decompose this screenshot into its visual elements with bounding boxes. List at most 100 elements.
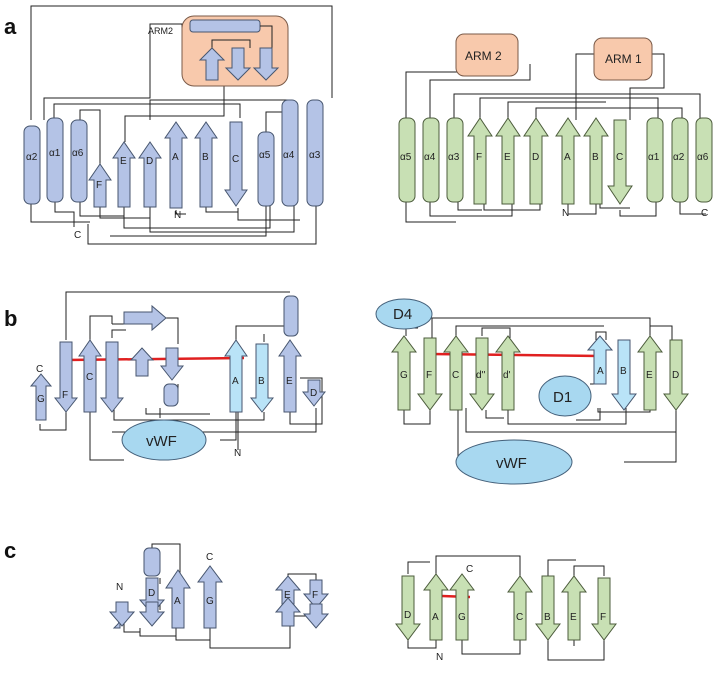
a-left-strand	[112, 141, 136, 208]
a-right-helix	[422, 117, 440, 203]
b-left-strand	[278, 339, 302, 413]
c-left-strand-label: G	[206, 596, 214, 607]
c-left-strand	[302, 603, 330, 629]
a-right-strand	[583, 117, 609, 205]
a-right-helix	[695, 117, 713, 203]
c-right-connections	[407, 555, 605, 661]
arm2-strand-down-2	[252, 47, 280, 81]
a-right-strand-label: F	[476, 152, 482, 163]
c-right-strand	[507, 575, 533, 641]
a-right-helix	[398, 117, 416, 203]
a-right-helix-label: α5	[400, 152, 412, 163]
c-left-c-terminus: C	[206, 552, 213, 563]
a-right-helix	[646, 117, 664, 203]
a-right-strand-label: D	[532, 152, 539, 163]
b-left-strand	[78, 339, 102, 413]
a-right-helix-label: α4	[424, 152, 436, 163]
c-right-strand-label: D	[404, 610, 411, 621]
c-right-strand	[449, 573, 475, 641]
b-left-strand-label: C	[86, 372, 93, 383]
b-left-strand	[53, 341, 79, 413]
b-left-strand-label: E	[286, 376, 293, 387]
a-left-strand	[194, 121, 218, 208]
a-left-strand-label: E	[120, 156, 127, 167]
a-right-connections	[405, 53, 706, 223]
b-left-strand	[249, 343, 275, 413]
c-left-strand	[165, 569, 191, 629]
a-left-strands: F E D A B C N C	[74, 121, 248, 241]
arm2-strand-down-1	[224, 47, 252, 81]
a-right-helix	[671, 117, 689, 203]
a-left-c-terminus: C	[74, 230, 81, 241]
a-right-n-terminus: N	[562, 208, 569, 219]
a-left-helix-label: α5	[259, 150, 271, 161]
c-left-strand	[302, 579, 330, 609]
c-right-strand-label: B	[544, 612, 551, 623]
c-right-c-terminus: C	[466, 564, 473, 575]
b-left-helix	[163, 383, 179, 407]
arm2-strand-up	[198, 47, 226, 81]
b-left-strand	[99, 341, 125, 413]
arm-2-label: ARM 2	[465, 49, 502, 63]
panel-label-a: a	[4, 14, 17, 39]
c-left-helix	[143, 547, 161, 577]
a-right-c-terminus: C	[701, 208, 708, 219]
a-right-strand-label: B	[592, 152, 599, 163]
a-left-strand-label: C	[232, 154, 239, 165]
a-right-strand	[467, 117, 493, 205]
b-right-elements: D4 D1 G F C d'' d' A B E D	[375, 298, 689, 417]
a-right-strand-label: A	[564, 152, 571, 163]
a-right-strand	[607, 119, 633, 205]
b-right-vwf: vWF	[455, 439, 573, 485]
c-right-strand-label: G	[458, 612, 466, 623]
arm2-label: ARM2	[148, 26, 173, 36]
b-left-strand-label: A	[232, 376, 239, 387]
arm-1-label: ARM 1	[605, 52, 642, 66]
c-right-strand	[395, 575, 421, 641]
b-right-strand-label: F	[426, 370, 432, 381]
b-right-strand	[663, 339, 689, 411]
b-right-strand	[586, 335, 614, 385]
a-left-helix	[281, 99, 299, 207]
d4-ellipse	[375, 298, 433, 330]
a-right-arm-boxes: ARM 2 ARM 1	[455, 33, 653, 81]
b-right-strand-label: D	[672, 370, 679, 381]
a-left-helix-label: α6	[72, 148, 84, 159]
a-left-helix	[23, 125, 41, 205]
c-left-strand	[274, 575, 302, 605]
a-left-helix-label: α1	[49, 148, 61, 159]
a-left-helix-label: α2	[26, 152, 38, 163]
c-left-elements: D A G E F N C	[108, 547, 330, 629]
d1-ellipse	[538, 375, 592, 417]
c-left-strand-label: E	[284, 590, 291, 601]
b-left-vwf-label: vWF	[146, 433, 177, 450]
c-right-strand-label: F	[600, 612, 606, 623]
b-right-strand	[469, 337, 495, 411]
b-left-strand	[129, 347, 155, 377]
b-right-strand-label: A	[597, 366, 604, 377]
a-left-connections	[30, 5, 333, 245]
a-left-helices: α2 α1 α6 α5 α4 α3	[23, 99, 324, 207]
c-left-strand	[108, 601, 136, 627]
b-left-strand-label: G	[37, 394, 45, 405]
a-right-strand	[523, 117, 549, 205]
a-right-helices: α5 α4 α3 α1 α2 α6	[398, 117, 713, 203]
b-right-strand-label: G	[400, 370, 408, 381]
d1-label: D1	[553, 389, 572, 406]
b-right-vwf-ellipse	[455, 439, 573, 485]
c-right-strand	[423, 573, 449, 641]
a-right-helix-label: α1	[648, 152, 660, 163]
b-left-strand	[224, 339, 248, 413]
a-left-strand	[224, 121, 248, 207]
a-right-helix	[446, 117, 464, 203]
c-right-strand-label: C	[516, 612, 523, 623]
a-left-strand	[138, 141, 162, 208]
a-left-helix	[70, 119, 88, 203]
b-right-strand	[637, 335, 663, 411]
b-right-strand	[417, 337, 443, 411]
a-right-strand-label: E	[504, 152, 511, 163]
b-right-strand-label: B	[620, 366, 627, 377]
c-right-strand-label: A	[432, 612, 439, 623]
b-left-elements: G F C A B E D C N	[29, 295, 327, 459]
